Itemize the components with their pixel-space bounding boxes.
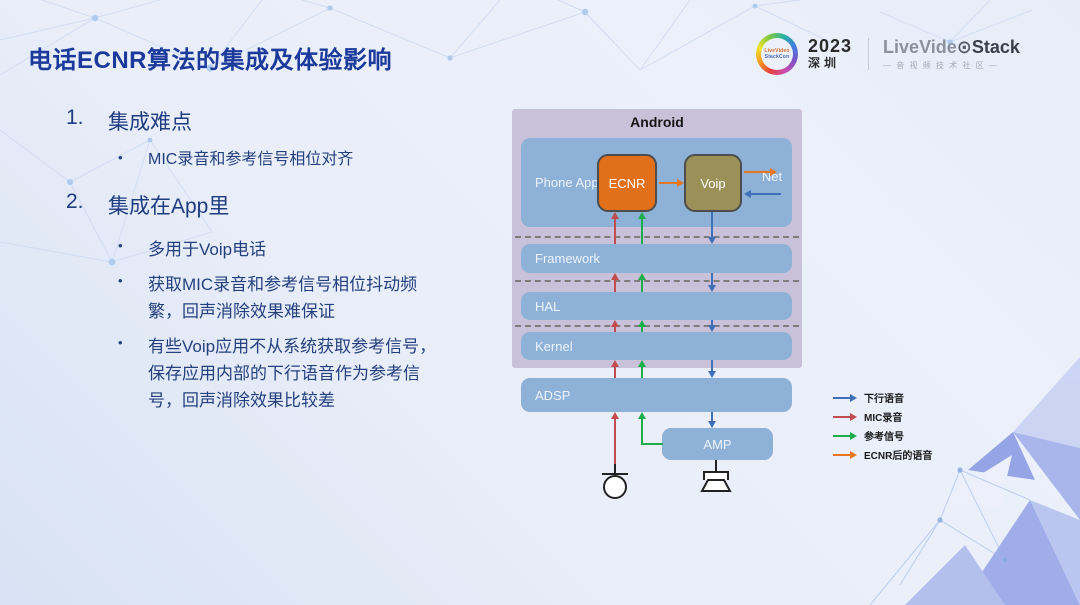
badge-year: 2023 [808, 36, 853, 56]
year-city-badge: 2023 深圳 [808, 37, 852, 71]
layer-hal-label: HAL [535, 298, 561, 314]
legend-label: MIC录音 [864, 413, 903, 424]
node-ecnr-label: ECNR [608, 175, 646, 191]
node-ecnr: ECNR [597, 154, 657, 212]
speaker-icon [700, 460, 732, 492]
outline-item-2-number: 2. [66, 190, 84, 213]
wordmark-text: LiveVide⊙Stack [883, 37, 1020, 57]
reference-signal-arrows [641, 219, 663, 445]
outline-item-2-bullet-3-text: 有些Voip应用不从系统获取参考信号，保存应用内部的下行语音作为参考信号，回声消… [148, 337, 437, 410]
bullet-dot: • [118, 335, 123, 350]
legend-label: 下行语音 [864, 394, 904, 405]
mic-recording-arrows [611, 212, 619, 466]
outline-item-2-bullet-1: • 多用于Voip电话 [118, 236, 450, 263]
downlink-voice-arrows [708, 190, 781, 428]
outline-item-2-title: 集成在App里 [108, 195, 230, 218]
legend-arrow-blue-icon [833, 393, 857, 402]
outline-item-1-bullet-1: • MIC录音和参考信号相位对齐 [118, 148, 353, 172]
node-amp-label: AMP [703, 436, 732, 452]
ring-text-line2: StackCon [764, 54, 790, 60]
layer-kernel-label: Kernel [535, 338, 573, 354]
layer-separator-dashed [515, 280, 799, 282]
layer-separator-dashed [515, 325, 799, 327]
reference-signal-arrowheads [638, 212, 646, 419]
conference-ring-inner: LiveVideo StackCon [761, 38, 793, 70]
outline-item-2: 2. 集成在App里 [66, 190, 229, 220]
wordmark-post: Stack [971, 37, 1020, 57]
outline-item-2-bullet-3: • 有些Voip应用不从系统获取参考信号，保存应用内部的下行语音作为参考信号，回… [118, 333, 450, 414]
bullet-dot: • [118, 150, 123, 165]
legend-item-reference: 参考信号 [832, 428, 932, 443]
legend-label: ECNR后的语音 [864, 451, 933, 462]
microphone-icon [602, 464, 628, 499]
layer-framework-label: Framework [535, 251, 601, 266]
legend-arrow-green-icon [833, 431, 857, 440]
node-voip: Voip [684, 154, 742, 212]
ecnr-output-arrows [659, 168, 777, 187]
legend-label: 参考信号 [864, 432, 904, 443]
layer-adsp-label: ADSP [535, 387, 571, 403]
android-label: Android [630, 114, 684, 130]
ring-text-line1: LiveVideo [764, 48, 790, 54]
livevideostack-wordmark: LiveVide⊙Stack — 音 视 频 技 术 社 区 — [883, 37, 1020, 71]
legend-arrow-orange-icon [833, 450, 857, 459]
layer-framework: Framework [521, 244, 792, 273]
page-title: 电话ECNR算法的集成及体验影响 [28, 47, 393, 74]
outline-item-1-bullet-1-text: MIC录音和参考信号相位对齐 [148, 151, 354, 168]
legend-item-downlink: 下行语音 [832, 390, 932, 405]
layer-hal: HAL [521, 292, 792, 320]
outline-item-1-number: 1. [66, 106, 84, 129]
legend-item-ecnr-output: ECNR后的语音 [832, 447, 932, 462]
outline-item-2-bullet-2-text: 获取MIC录音和参考信号相位抖动频繁，回声消除效果难保证 [148, 275, 418, 321]
layer-separator-dashed [515, 236, 799, 238]
conference-ring-logo-icon: LiveVideo StackCon [756, 33, 798, 75]
badge-city: 深圳 [808, 56, 841, 70]
layer-kernel: Kernel [521, 332, 792, 360]
wordmark-o: ⊙ [956, 37, 972, 57]
node-amp: AMP [662, 428, 773, 460]
layer-phone-app: Phone App [521, 138, 792, 227]
legend-arrow-red-icon [833, 412, 857, 421]
outline-item-2-bullet-1-text: 多用于Voip电话 [148, 240, 267, 259]
bullet-dot: • [118, 273, 123, 288]
layer-adsp: ADSP [521, 378, 792, 412]
signal-arrows [602, 168, 781, 499]
bullet-dot: • [118, 238, 123, 253]
brand-area: LiveVideo StackCon 2023 深圳 LiveVide⊙Stac… [756, 28, 1046, 80]
legend-item-mic: MIC录音 [832, 409, 932, 424]
android-architecture-diagram: Android Phone App ECNR Voip Net Framewor… [505, 100, 825, 510]
brand-divider [868, 38, 870, 70]
wordmark-tagline: — 音 视 频 技 术 社 区 — [883, 61, 999, 70]
node-voip-label: Voip [700, 175, 726, 191]
outline-item-2-bullet-2: • 获取MIC录音和参考信号相位抖动频繁，回声消除效果难保证 [118, 271, 450, 325]
outline-item-1-title: 集成难点 [108, 111, 192, 134]
outline-item-1: 1. 集成难点 [66, 106, 192, 136]
wordmark-pre: LiveVide [883, 37, 957, 57]
layer-phone-app-label: Phone App [535, 175, 599, 190]
arrow-legend: 下行语音 MIC录音 参考信号 ECNR后的语音 [832, 390, 932, 462]
